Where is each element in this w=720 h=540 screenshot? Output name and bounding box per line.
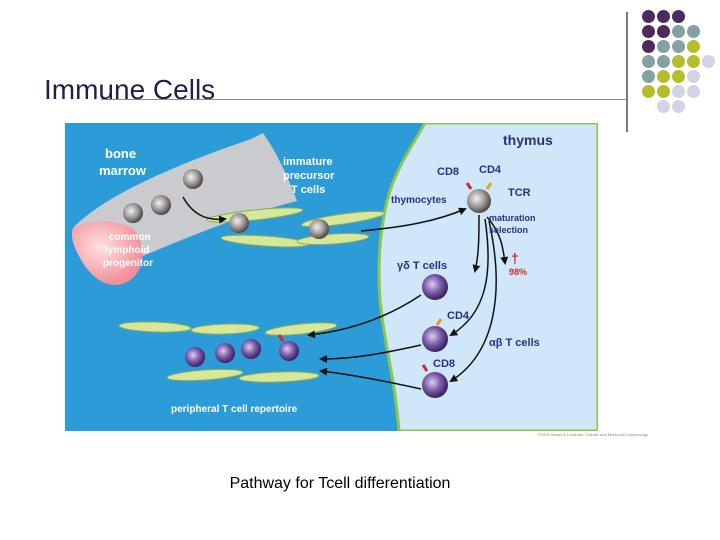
figure-credit: ©2000 Abbas & Lichtman, Cellular and Mol… <box>538 432 649 437</box>
corner-dot <box>672 25 685 38</box>
peripheral-t-cell <box>279 341 299 361</box>
corner-dot <box>642 70 655 83</box>
label-ab-t-cells: αβ T cells <box>489 337 540 349</box>
label-thymus: thymus <box>503 132 553 148</box>
corner-dot <box>672 85 685 98</box>
corner-dot <box>657 55 670 68</box>
common-lymphoid-progenitor-region <box>71 221 143 285</box>
stromal-cell <box>238 371 320 383</box>
stromal-cell <box>190 323 260 335</box>
precursor-cells <box>123 169 491 239</box>
cd8-marker <box>277 334 285 342</box>
corner-dot <box>657 40 670 53</box>
title-underline <box>101 99 626 100</box>
label-immature-line3: T cells <box>291 184 325 196</box>
stromal-cell <box>118 321 192 333</box>
cd8-marker <box>421 364 429 372</box>
precursor-cell <box>151 195 171 215</box>
label-tcr: TCR <box>508 187 531 199</box>
label-thymocytes: thymocytes <box>391 195 447 206</box>
cd4-marker <box>435 318 443 326</box>
label-death-percent: 98% <box>509 267 527 277</box>
label-selection: selection <box>489 225 528 235</box>
corner-dot <box>642 85 655 98</box>
arrow-precursor-to-thymus <box>360 207 467 232</box>
stromal-cells <box>118 207 386 383</box>
peripheral-t-cell <box>215 343 235 363</box>
arrow-marrow-to-precursor <box>182 196 227 224</box>
stromal-cell <box>264 322 338 336</box>
arrow-thymocyte-to-gd <box>472 214 481 273</box>
precursor-cell <box>123 203 143 223</box>
label-bone-marrow-line2: marrow <box>99 163 147 178</box>
corner-dot-grid <box>640 10 720 120</box>
corner-dot <box>672 100 685 113</box>
pathway-arrows <box>182 196 509 390</box>
corner-dot <box>702 55 715 68</box>
precursor-cell <box>183 169 203 189</box>
corner-dot <box>687 85 700 98</box>
corner-dot <box>657 70 670 83</box>
corner-dot <box>642 25 655 38</box>
thymus-t-cells <box>422 274 448 398</box>
label-clp-line1: common <box>109 232 151 243</box>
thymocyte-cell <box>467 189 491 213</box>
cd8-t-cell <box>422 372 448 398</box>
corner-dot <box>687 40 700 53</box>
corner-dot <box>657 25 670 38</box>
stromal-cell <box>166 368 244 382</box>
corner-dot <box>672 55 685 68</box>
label-immature-line2: precursor <box>283 170 335 182</box>
corner-dot <box>657 100 670 113</box>
cd4-t-cell <box>422 326 448 352</box>
label-cd4-mid: CD4 <box>447 310 470 322</box>
label-bone-marrow-line1: bone <box>105 146 136 161</box>
corner-dot <box>657 85 670 98</box>
label-clp-line2: lymphoid <box>105 245 149 256</box>
corner-dot <box>642 10 655 23</box>
pathway-diagram: thymus bone marrow immature precursor T … <box>65 123 598 431</box>
label-repertoire: peripheral T cell repertoire <box>171 404 298 415</box>
corner-dot <box>687 70 700 83</box>
cd4-marker <box>485 182 493 190</box>
gamma-delta-t-cell <box>422 274 448 300</box>
corner-dot <box>672 70 685 83</box>
label-cd8-top: CD8 <box>437 166 459 178</box>
label-maturation: maturation <box>489 213 536 223</box>
label-cd4-top: CD4 <box>479 164 502 176</box>
label-clp-line3: progenitor <box>103 258 153 269</box>
arrow-cd8-to-periphery <box>319 367 422 390</box>
arrow-cd4-to-periphery <box>319 344 422 363</box>
thymus-region <box>377 123 598 431</box>
label-gd-t-cells: γδ T cells <box>397 260 447 272</box>
precursor-cell <box>309 219 329 239</box>
arrow-selection-death <box>486 216 509 265</box>
arrow-gd-to-periphery <box>307 294 422 339</box>
peripheral-t-cells <box>185 339 299 367</box>
cd8-marker <box>465 182 473 190</box>
peripheral-t-cell <box>185 347 205 367</box>
corner-dot <box>687 25 700 38</box>
label-dagger: † <box>511 250 519 266</box>
slide-title: Immune Cells <box>44 74 216 105</box>
corner-dot <box>642 55 655 68</box>
precursor-cell <box>229 213 249 233</box>
figure-caption: Pathway for Tcell differentiation <box>229 475 451 492</box>
label-cd8-bottom: CD8 <box>433 358 455 370</box>
arrow-to-cd4 <box>449 218 489 337</box>
label-immature-line1: immature <box>283 156 333 168</box>
corner-dot <box>672 10 685 23</box>
corner-vertical-rule <box>626 12 628 132</box>
corner-dot <box>687 55 700 68</box>
corner-dot <box>642 40 655 53</box>
corner-dot <box>657 10 670 23</box>
t-cell-pathway-figure: thymus bone marrow immature precursor T … <box>65 123 598 431</box>
peripheral-t-cell <box>241 339 261 359</box>
arrow-to-cd8 <box>449 220 497 383</box>
corner-dot <box>672 40 685 53</box>
